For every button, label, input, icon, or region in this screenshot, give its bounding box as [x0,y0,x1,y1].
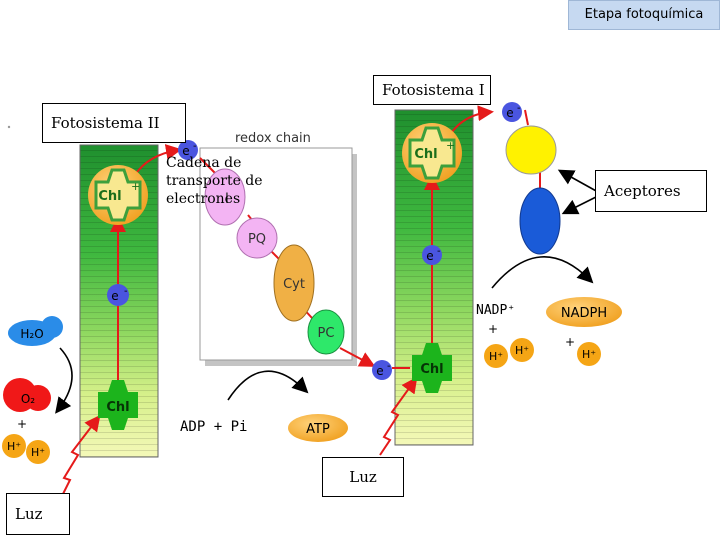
electron-psi-lower: e - [422,245,442,265]
chl-psii-label: Chl [106,400,129,415]
acceptors-box: Aceptores [595,170,707,212]
electron-charge: - [517,103,521,114]
cyt-label: Cyt [283,277,305,292]
chl-excited-psi: Chl + [402,123,462,183]
plus-sign-right-1: + [488,322,498,336]
pc-label: PC [318,326,335,341]
water-label: H₂O [20,327,43,341]
transport-chain-label: Cadena de transporte de electrones [166,154,263,208]
acceptor-yellow [505,125,557,175]
atp-molecule: ATP [288,414,348,442]
chl-psi-label: Chl [420,362,443,377]
chl-excited-psi-label: Chl [414,147,437,162]
stray-dot [7,125,11,129]
light-right-box: Luz [322,457,404,497]
nadph-label: NADPH [561,306,607,321]
nadp-label: NADP⁺ [476,303,515,318]
electron-symbol: e [426,249,433,263]
electron-psii-lower: e - [107,284,129,306]
electron-psii-upper: e - [178,140,198,160]
electron-symbol: e [376,364,383,378]
electron-charge: - [437,246,441,257]
proton-label: H⁺ [31,446,45,459]
electron-symbol: e [111,289,118,303]
plastocyanin: PC [307,309,345,355]
oxygen-molecule: O₂ [3,378,51,412]
proton-label: H⁺ [7,440,21,453]
fe-s-carrier: I [204,168,246,226]
oxygen-label: O₂ [21,392,35,406]
chl-excited-psii-charge: + [131,180,140,193]
transport-chain-line-1: Cadena de [166,155,242,171]
transport-chain-line-2: transporte de [166,173,263,189]
photosystem-i-box: Fotosistema I [373,75,491,105]
section-title-badge: Etapa fotoquímica [568,0,720,30]
acceptors-label: Aceptores [604,182,681,200]
water-molecule: H₂O [8,316,63,346]
electron-psi-upper: e - [502,102,522,122]
electron-chain-exit: e - [372,360,392,380]
nadph-molecule: NADPH [546,297,622,327]
proton-right-1: H⁺ [484,344,508,368]
proton-left-2: H⁺ [26,440,50,464]
pq-label: PQ [248,232,266,247]
chl-excited-psii: Chl + [88,165,148,225]
redox-chain-label: redox chain [235,131,311,146]
proton-label: H⁺ [582,348,596,361]
chl-psi: Chl [412,343,452,393]
plus-sign-right-2: + [565,335,575,349]
fe-s-label: I [225,191,229,207]
acceptor-blue [519,187,561,255]
light-right-label: Luz [349,468,377,486]
photosystem-ii-label: Fotosistema II [51,114,160,132]
electron-symbol: e [182,144,189,158]
light-left-box: Luz [6,493,70,535]
proton-label: H⁺ [515,344,529,357]
plastoquinone: PQ [236,217,278,259]
electron-charge: - [124,286,128,297]
proton-label: H⁺ [489,350,503,363]
proton-right-3: H⁺ [577,342,601,366]
photosystem-i-label: Fotosistema I [382,81,485,99]
light-left-label: Luz [15,505,43,523]
plus-sign-left: + [17,417,27,431]
proton-left-1: H⁺ [2,434,26,458]
transport-chain-line-3: electrones [166,191,241,207]
atp-label: ATP [306,422,330,437]
adp-label: ADP + Pi [180,419,247,435]
electron-charge: - [387,361,391,372]
proton-right-2: H⁺ [510,338,534,362]
reaction-arrows [55,169,599,414]
chl-excited-psii-label: Chl [98,189,121,204]
cytochrome: Cyt [273,244,315,322]
chl-psii: Chl [98,380,138,430]
chl-excited-psi-charge: + [446,139,455,152]
electron-symbol: e [506,106,513,120]
photosystem-ii-box: Fotosistema II [42,103,186,143]
electron-charge: - [193,141,197,152]
